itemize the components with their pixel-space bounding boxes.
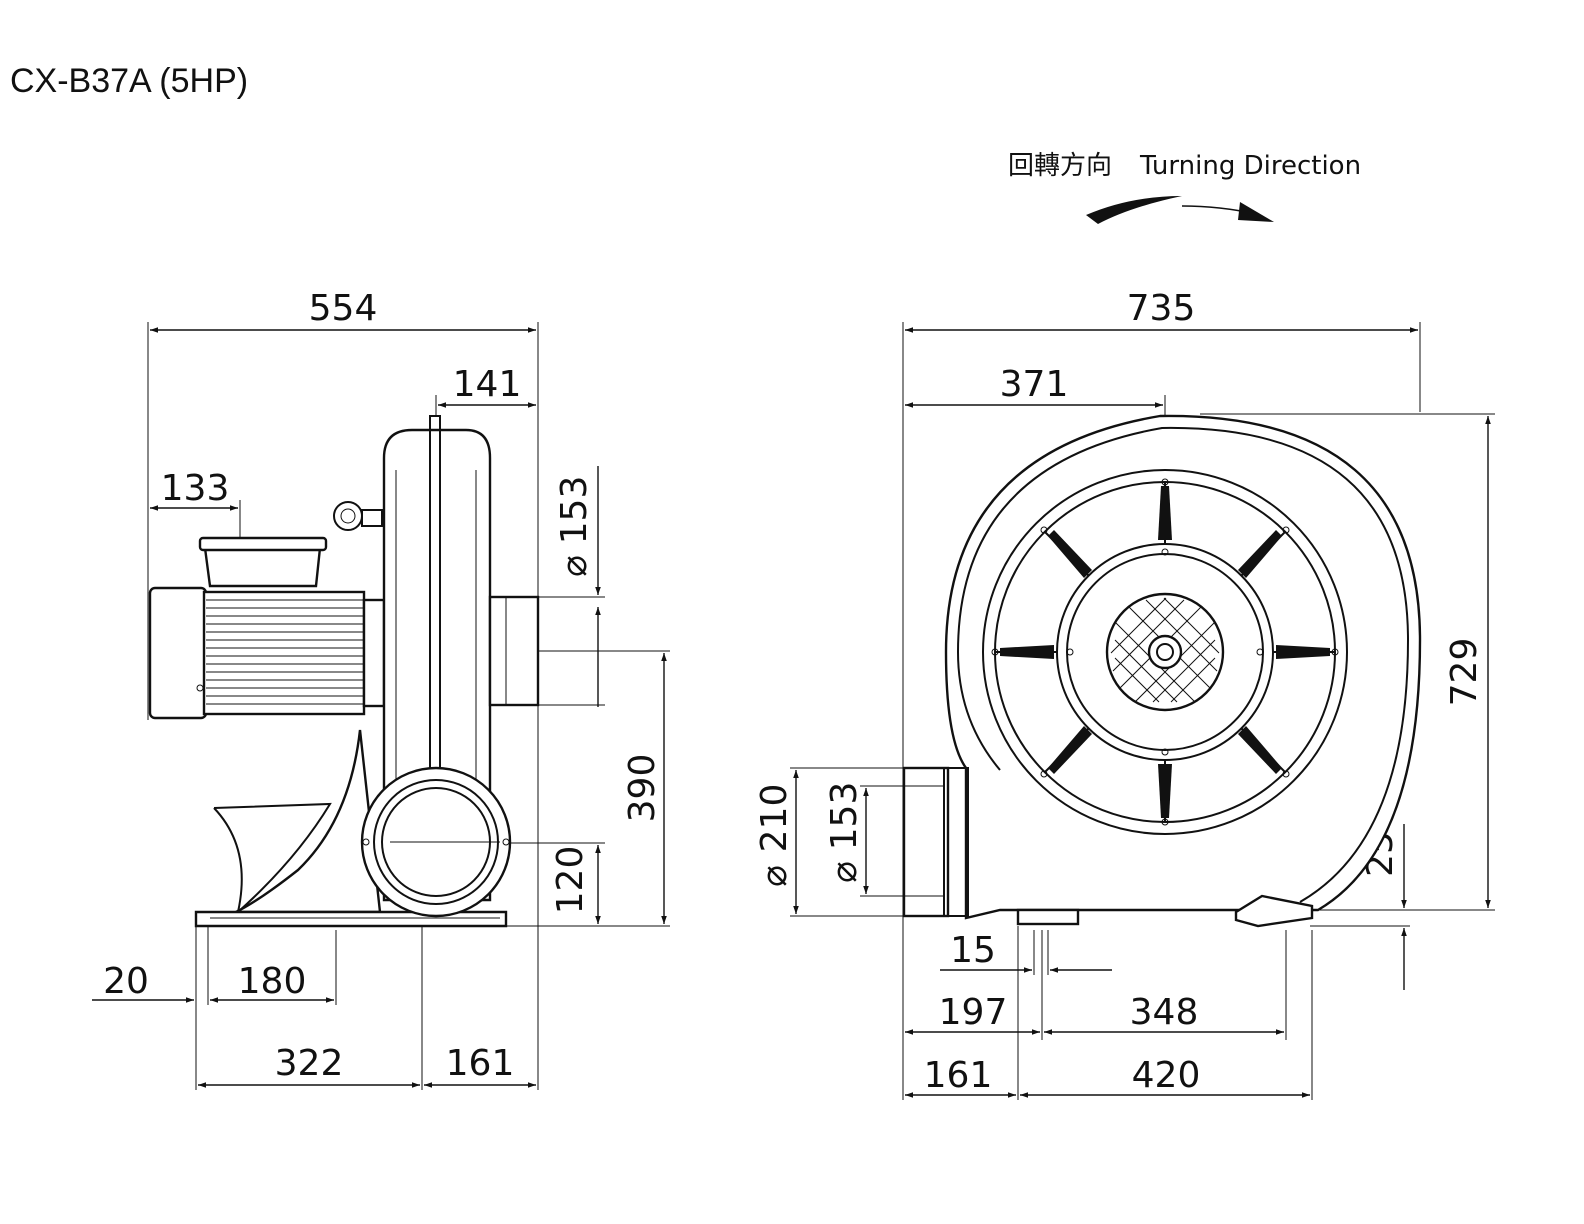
impeller (982, 469, 1348, 835)
side-height-total-label: 390 (622, 754, 663, 823)
front-view: 735 371 729 25 210 ⌀ 153 ⌀ 15 197 348 16… (754, 288, 1495, 1100)
turning-direction-legend: 回轉方向 Turning Direction (1008, 151, 1361, 224)
side-outlet-dia-label: 153 (554, 476, 595, 545)
side-inlet-height-label: 120 (550, 846, 591, 915)
side-top-box-offset-label: 133 (161, 468, 230, 509)
side-base-main-label: 322 (275, 1043, 344, 1084)
front-overall-width-label: 735 (1127, 288, 1196, 329)
side-overall-width-label: 554 (309, 288, 378, 329)
side-base-left-label: 20 (103, 961, 149, 1002)
side-base-right-label: 161 (446, 1043, 515, 1084)
turning-direction-arrow-icon (1086, 196, 1182, 224)
front-base-left-label: 161 (924, 1055, 993, 1096)
model-title: CX-B37A (5HP) (10, 62, 248, 100)
side-base-foot-label: 180 (238, 961, 307, 1002)
arrowhead-icon (1238, 202, 1274, 222)
turning-direction-en: Turning Direction (1139, 151, 1361, 181)
motor (148, 536, 386, 720)
front-inlet-dia-label: 153 (824, 782, 865, 851)
side-outlet-offset-label: 141 (453, 364, 522, 405)
fan-housing-side (194, 415, 540, 928)
front-inlet-dia-symbol: ⌀ (824, 861, 865, 883)
front-base-span-label: 420 (1132, 1055, 1201, 1096)
eye-bolt-icon (333, 501, 383, 531)
front-center-offset-label: 371 (1000, 364, 1069, 405)
side-outlet-dia-symbol: ⌀ (554, 555, 595, 577)
front-inlet-flange-dia-symbol: ⌀ (754, 865, 795, 887)
turning-direction-cn: 回轉方向 (1008, 151, 1112, 181)
front-overall-height-label: 729 (1444, 638, 1485, 707)
side-view: 554 141 133 153 ⌀ 390 120 20 180 322 161 (92, 288, 670, 1090)
front-foot-span-label: 348 (1130, 992, 1199, 1033)
front-foot-width-label: 15 (950, 930, 996, 971)
front-inlet-flange-dia-label: 210 (754, 784, 795, 853)
front-foot-offset-label: 197 (939, 992, 1008, 1033)
